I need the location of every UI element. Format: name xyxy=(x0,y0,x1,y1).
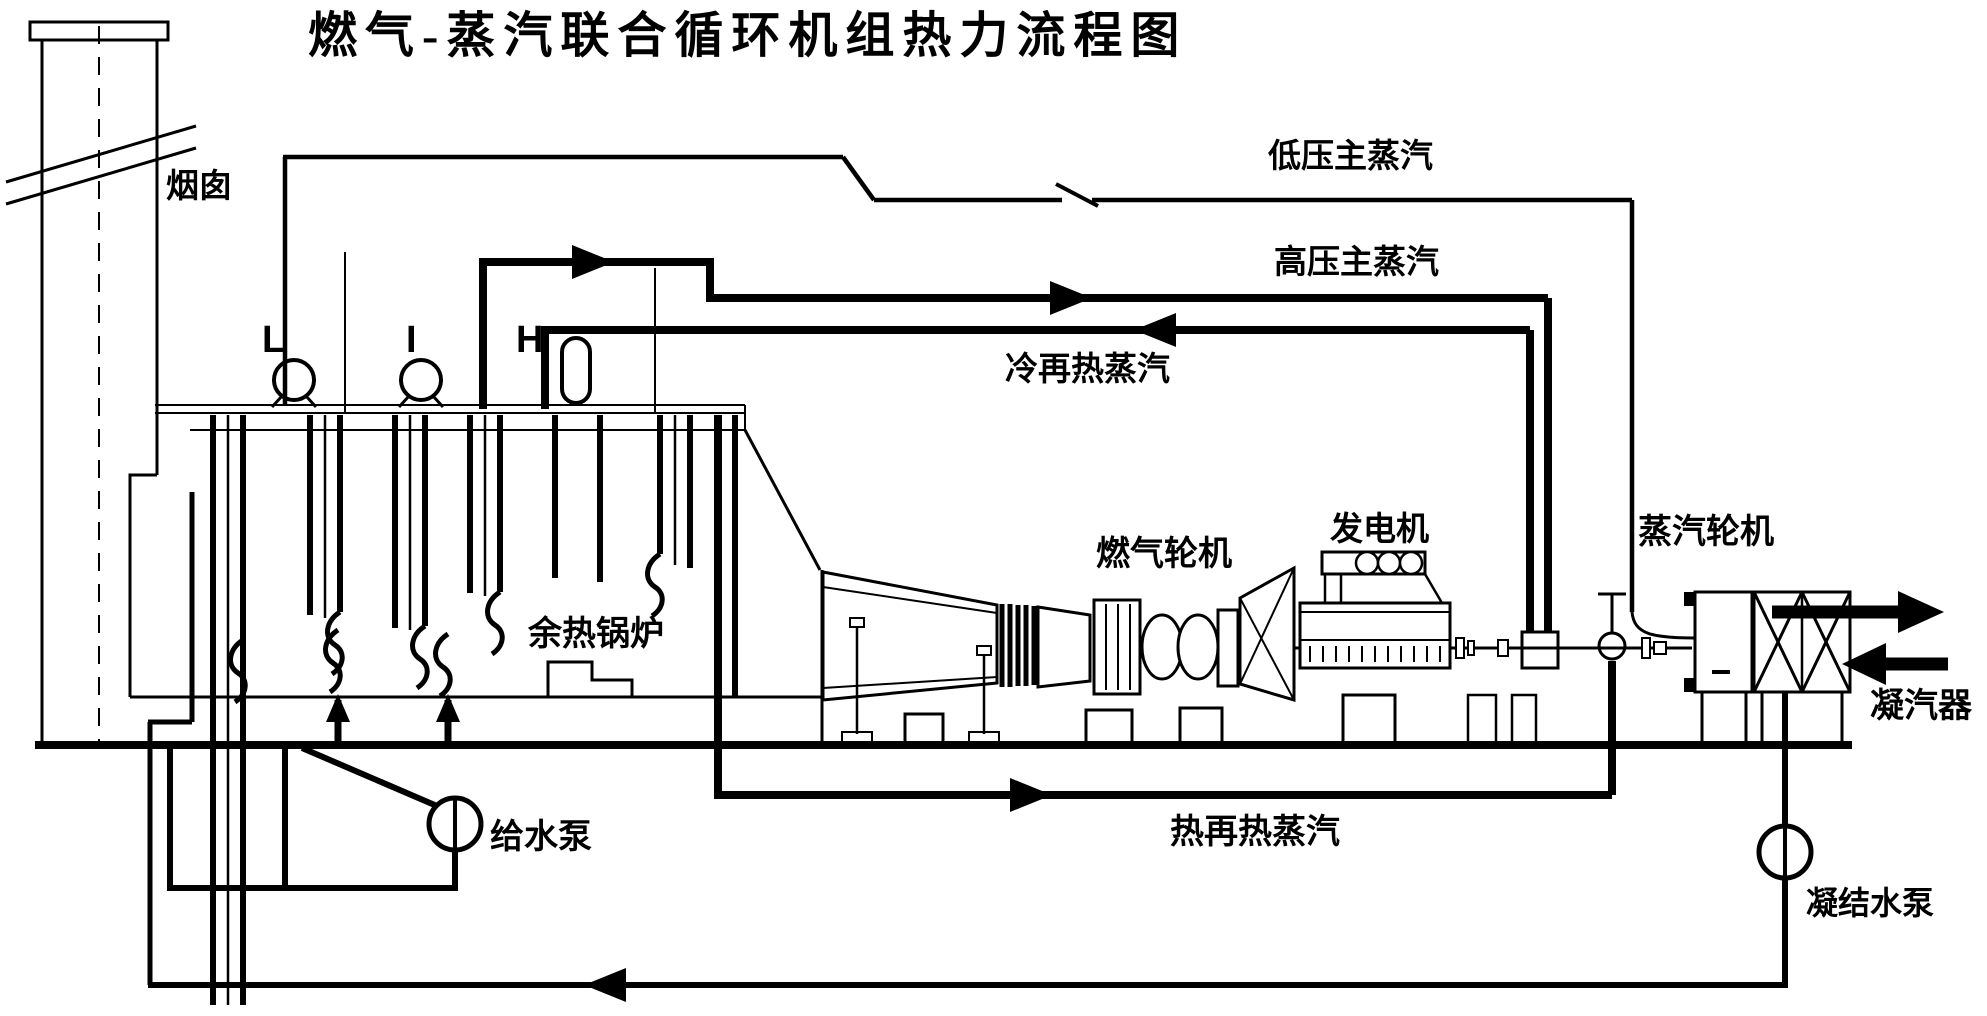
diagram-title: 燃气-蒸汽联合循环机组热力流程图 xyxy=(308,8,1187,63)
gas-turbine: 燃气轮机 xyxy=(821,535,1302,747)
gas-turbine-label: 燃气轮机 xyxy=(1096,535,1232,573)
generator-cooler xyxy=(1320,550,1444,604)
boiler-outlet-duct-slope xyxy=(743,429,822,571)
lp-drum xyxy=(270,358,318,409)
exhaust-diffuser xyxy=(821,570,999,702)
flow-arrow-right xyxy=(1050,281,1092,315)
steam-turbine-label: 蒸汽轮机 xyxy=(1638,513,1774,551)
turbine-mid-cone xyxy=(1036,605,1092,689)
condenser: 凝汽器 xyxy=(1752,590,1973,745)
combustor xyxy=(1140,613,1184,681)
condensate-pump xyxy=(1756,823,1814,881)
cooling-water-outlet-arrow xyxy=(1772,591,1944,633)
hot-reheat-pipe xyxy=(714,415,1616,812)
ip-drum-label: I xyxy=(406,319,417,361)
steam-chest xyxy=(1520,630,1560,670)
flow-arrow-left xyxy=(1134,313,1176,347)
steam-turbine: 蒸汽轮机 xyxy=(1638,513,1774,745)
flow-arrow-up xyxy=(436,694,460,722)
chimney-break-line xyxy=(5,124,197,184)
hp-main-steam-label: 高压主蒸汽 xyxy=(1274,244,1439,281)
lp-drum-label: L xyxy=(262,319,285,361)
hp-main-steam-pipe xyxy=(479,245,1552,636)
chimney: 烟囱 xyxy=(5,20,232,745)
turbine-supports xyxy=(841,617,1224,747)
lp-main-steam-pipe xyxy=(282,154,1695,640)
boiler-feed-riser xyxy=(433,631,460,745)
reheat-stop-valve xyxy=(1597,592,1627,661)
hrsg-label: 余热锅炉 xyxy=(527,614,664,653)
inlet-nozzle xyxy=(1684,592,1696,606)
combustor xyxy=(1176,613,1220,681)
feedwater-pump-label: 给水泵 xyxy=(490,818,592,856)
boiler-tube-bundle xyxy=(210,415,738,1005)
generator-stator-hatch xyxy=(1309,646,1441,662)
turbine-neck xyxy=(1216,608,1240,688)
condenser-label: 凝汽器 xyxy=(1870,687,1973,725)
generator-support xyxy=(1341,693,1397,747)
feedwater-pump xyxy=(426,795,484,853)
condensate-pump-label: 凝结水泵 xyxy=(1806,885,1934,921)
chimney-break-line xyxy=(5,146,197,206)
hp-drum-label: H xyxy=(516,319,543,361)
flow-arrow-up xyxy=(326,694,350,722)
water-pipes: 给水泵 凝结水泵 xyxy=(147,492,1934,1002)
turbine-blade-stack xyxy=(999,604,1037,687)
boiler-left-wall xyxy=(128,473,157,697)
flow-arrow-right xyxy=(572,245,614,279)
steam-pipes: 低压主蒸汽 高压主蒸汽 冷再热蒸汽 热再热蒸汽 xyxy=(282,138,1695,851)
boiler-feed-riser xyxy=(323,627,350,745)
hrsg-boiler: L I H 余热锅炉 xyxy=(128,252,824,1005)
pipe-break-symbol xyxy=(1055,182,1099,208)
steam-turbine-body xyxy=(1693,590,1754,694)
flow-arrow-left xyxy=(584,968,626,1002)
ip-drum xyxy=(397,358,445,409)
flow-arrow-right xyxy=(1010,778,1052,812)
generator-label: 发电机 xyxy=(1330,511,1429,548)
chimney-label: 烟囱 xyxy=(166,168,232,205)
hp-drum xyxy=(560,336,592,405)
turbine-section xyxy=(1238,565,1296,703)
hot-reheat-label: 热再热蒸汽 xyxy=(1170,813,1340,851)
pump-suction-pipe xyxy=(300,745,439,809)
lp-main-steam-label: 低压主蒸汽 xyxy=(1268,138,1433,175)
cooling-water-inlet-arrow xyxy=(1842,643,1948,685)
inlet-nozzle xyxy=(1684,678,1696,692)
cold-reheat-pipe xyxy=(541,313,1534,636)
cold-reheat-label: 冷再热蒸汽 xyxy=(1005,351,1170,388)
generator: 发电机 xyxy=(1298,511,1692,747)
shaft-line xyxy=(1450,637,1692,747)
boiler-floor-steps xyxy=(546,660,634,697)
